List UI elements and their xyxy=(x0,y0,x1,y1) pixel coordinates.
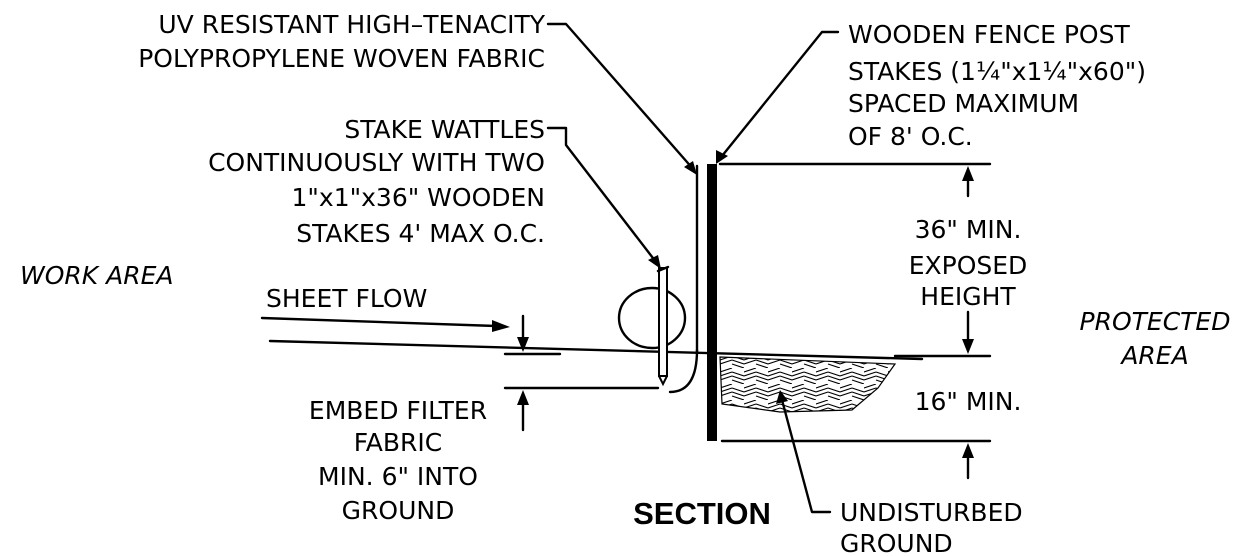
label-embed-fabric-line-4: GROUND xyxy=(342,496,455,525)
label-fence-post-line-1: WOODEN FENCE POST xyxy=(848,20,1130,49)
arrowhead-upper xyxy=(962,166,974,181)
label-wattles-line-3: 1"x1"x36" WOODEN xyxy=(292,183,545,212)
leader-wattles xyxy=(546,126,658,264)
label-embed-fabric-line-3: MIN. 6" INTO xyxy=(318,462,478,491)
label-embed-fabric: EMBED FILTER FABRIC MIN. 6" INTO GROUND xyxy=(309,396,487,525)
arrowhead-fence-post xyxy=(716,150,728,164)
sheet-flow-arrowhead xyxy=(492,320,510,332)
arrowhead-lower xyxy=(962,339,974,354)
wattle-stake-top xyxy=(656,265,670,273)
label-exposed-height: 36" MIN. EXPOSED HEIGHT xyxy=(909,215,1028,311)
label-fence-post-line-2: STAKES (1¼"x1¼"x60") xyxy=(848,57,1146,86)
leader-undisturbed xyxy=(780,398,832,514)
ground-line xyxy=(268,339,924,361)
arrowhead-embed-lower xyxy=(517,390,529,405)
label-fabric-line-1: UV RESISTANT HIGH–TENACITY xyxy=(158,10,545,39)
fence-post-stake xyxy=(707,164,717,441)
soil-outline xyxy=(719,356,897,413)
label-wattles-line-1: STAKE WATTLES xyxy=(344,115,545,144)
label-protected-area-line-1: PROTECTED xyxy=(1080,307,1231,336)
section-title: SECTION xyxy=(633,496,771,531)
label-wattles-line-4: STAKES 4' MAX O.C. xyxy=(296,219,545,248)
wattle-stake-tip xyxy=(658,375,668,387)
label-sheet-flow: SHEET FLOW xyxy=(266,284,427,313)
arrowhead-undisturbed xyxy=(776,390,788,404)
label-fabric: UV RESISTANT HIGH–TENACITY POLYPROPYLENE… xyxy=(138,10,545,73)
label-undisturbed-line-2: GROUND xyxy=(840,529,953,556)
label-embed-depth: 16" MIN. xyxy=(915,387,1022,416)
label-embed-fabric-line-1: EMBED FILTER xyxy=(309,396,487,425)
leader-fabric xyxy=(546,22,696,172)
fabric-embed-curve xyxy=(668,348,699,394)
arrowhead-embed xyxy=(962,443,974,458)
label-fence-post: WOODEN FENCE POST STAKES (1¼"x1¼"x60") S… xyxy=(848,20,1146,151)
label-wattles: STAKE WATTLES CONTINUOUSLY WITH TWO 1"x1… xyxy=(208,115,545,248)
arrowhead-fabric xyxy=(684,161,697,175)
label-exposed-height-line-1: 36" MIN. xyxy=(915,215,1022,244)
leader-fence-post xyxy=(720,30,840,158)
arrowhead-embed-upper xyxy=(517,337,529,352)
wattle-roll xyxy=(617,286,687,350)
label-fabric-line-2: POLYPROPYLENE WOVEN FABRIC xyxy=(138,44,545,73)
label-embed-fabric-line-2: FABRIC xyxy=(354,428,443,457)
sheet-flow-arrow xyxy=(260,316,498,328)
label-wattles-line-2: CONTINUOUSLY WITH TWO xyxy=(208,148,545,177)
arrowhead-wattles xyxy=(648,255,661,269)
label-protected-area: PROTECTED AREA xyxy=(1080,307,1231,370)
label-undisturbed: UNDISTURBED GROUND xyxy=(840,498,1023,556)
label-fence-post-line-4: OF 8' O.C. xyxy=(848,122,973,151)
label-exposed-height-line-3: HEIGHT xyxy=(920,282,1016,311)
label-protected-area-line-2: AREA xyxy=(1119,341,1188,370)
label-work-area: WORK AREA xyxy=(20,261,173,290)
wattle-stake xyxy=(658,267,668,377)
label-exposed-height-line-2: EXPOSED xyxy=(909,251,1028,280)
label-undisturbed-line-1: UNDISTURBED xyxy=(840,498,1023,527)
label-fence-post-line-3: SPACED MAXIMUM xyxy=(848,89,1079,118)
